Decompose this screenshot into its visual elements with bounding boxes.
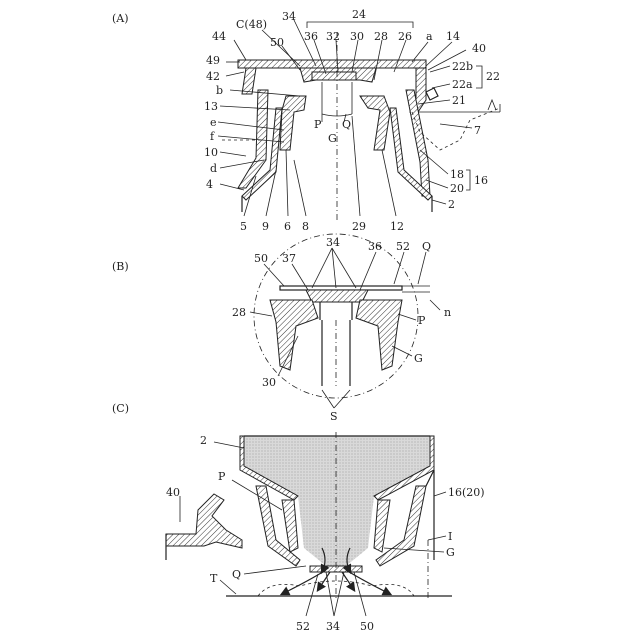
- lever-22: [426, 88, 438, 100]
- label-36: 36: [304, 30, 318, 43]
- label-g-c: G: [446, 546, 455, 559]
- hinge-bump: [488, 100, 500, 112]
- label-22b: 22b: [452, 60, 473, 73]
- label-42: 42: [206, 70, 220, 83]
- label-q-c: Q: [232, 568, 241, 581]
- label-50-b: 50: [254, 252, 268, 265]
- inner-collar-right: [360, 96, 390, 150]
- label-13: 13: [204, 100, 218, 113]
- label-36-b: 36: [368, 240, 382, 253]
- panel-a: (A): [112, 8, 500, 233]
- label-2-a: 2: [448, 198, 455, 211]
- label-22: 22: [486, 70, 500, 83]
- lid-40-open: [166, 494, 242, 548]
- label-18: 18: [450, 168, 464, 181]
- label-p-b: P: [418, 314, 426, 327]
- label-6: 6: [284, 220, 291, 233]
- label-34-b: 34: [326, 236, 340, 249]
- label-f: f: [210, 130, 215, 143]
- label-50: 50: [270, 36, 284, 49]
- label-g-b: G: [414, 352, 423, 365]
- collar-left-c: [282, 500, 298, 552]
- lid-skirt-left: [242, 68, 256, 94]
- label-24: 24: [352, 8, 366, 21]
- label-37: 37: [282, 252, 296, 265]
- label-b: b: [216, 84, 223, 97]
- label-28-b: 28: [232, 306, 246, 319]
- label-g-a: G: [328, 132, 337, 145]
- bracket-22: [476, 66, 482, 88]
- label-28: 28: [374, 30, 388, 43]
- label-34-c: 34: [326, 620, 340, 633]
- label-14: 14: [446, 30, 460, 43]
- label-52-c: 52: [296, 620, 310, 633]
- panel-a-title: (A): [112, 12, 129, 25]
- label-20: 20: [450, 182, 464, 195]
- label-q-a: Q: [342, 118, 351, 131]
- valve-top: [312, 72, 356, 80]
- outer-shell-right: [426, 470, 434, 560]
- label-26: 26: [398, 30, 412, 43]
- label-40-c: 40: [166, 486, 180, 499]
- wall-28-right: [356, 300, 402, 370]
- panel-b-title: (B): [112, 260, 129, 273]
- label-d: d: [210, 162, 217, 175]
- label-22a: 22a: [452, 78, 473, 91]
- valve-seat: [306, 290, 368, 302]
- label-q-b: Q: [422, 240, 431, 253]
- label-40: 40: [472, 42, 486, 55]
- panel-c: (C): [112, 402, 485, 633]
- label-5: 5: [240, 220, 247, 233]
- label-50-c: 50: [360, 620, 374, 633]
- label-s: S: [330, 410, 338, 423]
- label-e: e: [210, 116, 217, 129]
- label-p-c: P: [218, 470, 226, 483]
- label-44: 44: [212, 30, 226, 43]
- label-21: 21: [452, 94, 466, 107]
- label-8: 8: [302, 220, 309, 233]
- label-30: 30: [350, 30, 364, 43]
- bracket-16: [466, 170, 470, 190]
- label-34: 34: [282, 10, 296, 23]
- label-12: 12: [390, 220, 404, 233]
- panel-c-title: (C): [112, 402, 129, 415]
- label-29: 29: [352, 220, 366, 233]
- collar-right-c: [374, 500, 390, 552]
- label-32: 32: [326, 30, 340, 43]
- label-t: T: [210, 572, 218, 585]
- label-30-b: 30: [262, 376, 276, 389]
- label-2-c: 2: [200, 434, 207, 447]
- label-p-a: P: [314, 118, 322, 131]
- label-c48: C(48): [236, 18, 267, 31]
- label-i: I: [448, 530, 452, 543]
- label-n: n: [444, 306, 451, 319]
- membrane-50: [280, 286, 402, 290]
- label-16: 16: [474, 174, 488, 187]
- wall-28-left: [270, 300, 318, 370]
- label-10: 10: [204, 146, 218, 159]
- label-9: 9: [262, 220, 269, 233]
- label-16-20: 16(20): [448, 486, 485, 499]
- label-a: a: [426, 30, 433, 43]
- label-7: 7: [474, 124, 481, 137]
- bracket-24: [307, 22, 413, 28]
- label-52-b: 52: [396, 240, 410, 253]
- label-4: 4: [206, 178, 213, 191]
- label-49: 49: [206, 54, 220, 67]
- panel-b: (B) 34 50 37: [112, 234, 451, 423]
